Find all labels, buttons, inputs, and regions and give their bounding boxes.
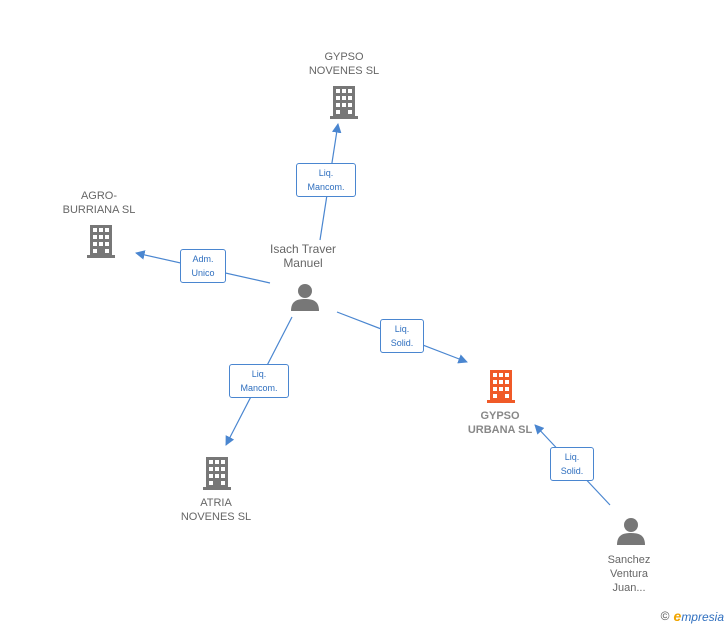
copyright-footer: © empresia: [661, 608, 724, 624]
node-label-gypso-urbana[interactable]: GYPSO URBANA SL: [467, 410, 533, 436]
edge-label-sanchez-to-gypso-urbana[interactable]: Liq. Solid.: [550, 447, 594, 481]
copyright-symbol: ©: [660, 609, 670, 623]
empresia-logo-e: e: [673, 608, 682, 624]
node-label-gypso-novenes[interactable]: GYPSO NOVENES SL: [308, 51, 380, 77]
node-label-atria-novenes[interactable]: ATRIA NOVENES SL: [180, 497, 252, 523]
node-label-sanchez-ventura[interactable]: Sanchez Ventura Juan...: [607, 554, 651, 594]
building-icon-focus[interactable]: [487, 370, 515, 403]
edge-label-to-gypso-urbana[interactable]: Liq. Solid.: [380, 319, 424, 353]
edge-label-to-gypso-novenes[interactable]: Liq. Mancom.: [296, 163, 356, 197]
edge-label-to-agro-burriana[interactable]: Adm. Unico: [180, 249, 226, 283]
building-icon[interactable]: [330, 86, 358, 119]
edge-label-to-atria-novenes[interactable]: Liq. Mancom.: [229, 364, 289, 398]
node-label-agro-burriana[interactable]: AGRO- BURRIANA SL: [62, 190, 136, 216]
node-label-isach-traver[interactable]: Isach Traver Manuel: [269, 242, 337, 270]
building-icon[interactable]: [87, 225, 115, 258]
empresia-logo-text: mpresia: [681, 610, 724, 624]
person-icon[interactable]: [617, 518, 645, 545]
empresia-logo[interactable]: empresia: [674, 608, 724, 624]
building-icon[interactable]: [203, 457, 231, 490]
person-icon[interactable]: [291, 284, 319, 311]
